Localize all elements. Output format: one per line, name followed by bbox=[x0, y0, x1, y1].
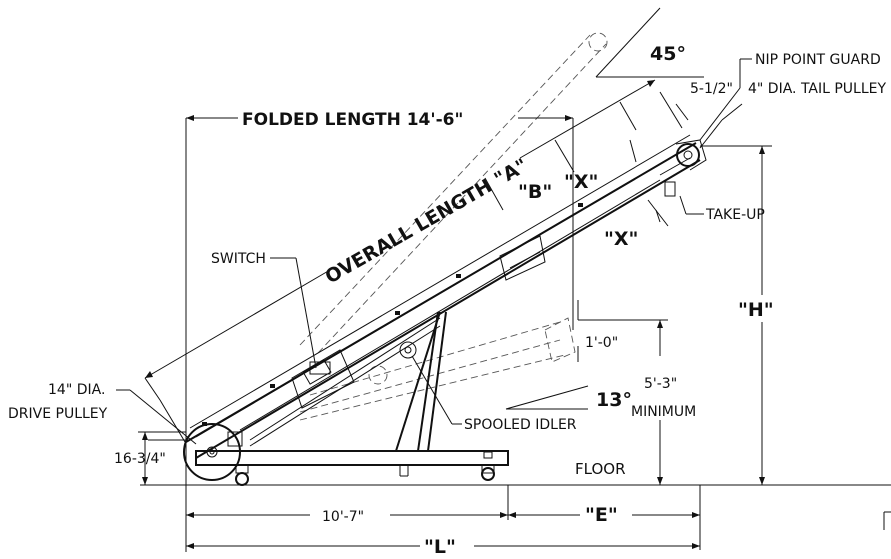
folded-length-label: FOLDED LENGTH 14'-6" bbox=[242, 110, 463, 130]
dim-1-0-label: 1'-0" bbox=[585, 335, 618, 351]
drive-pulley-line2: DRIVE PULLEY bbox=[8, 406, 108, 422]
dim-16-3-4-label: 16-3/4" bbox=[114, 451, 166, 467]
angle-13-label: 13° bbox=[596, 389, 632, 411]
dim-h-label: "H" bbox=[738, 299, 774, 321]
angle-45-indicator: 45° bbox=[595, 7, 704, 78]
dim-e-label: "E" bbox=[585, 504, 618, 526]
tail-pulley-label: 4" DIA. TAIL PULLEY bbox=[748, 81, 886, 97]
folded-length-dimension: FOLDED LENGTH 14'-6" bbox=[185, 110, 574, 485]
angle-13-indicator: 13° bbox=[505, 385, 632, 411]
conveyor-boom bbox=[185, 134, 701, 459]
angle-45-label: 45° bbox=[650, 43, 686, 65]
b-x-dimensions: "B" "X" "X" bbox=[484, 101, 669, 250]
take-up-label: TAKE-UP bbox=[705, 207, 765, 223]
h-dimension: "H" bbox=[700, 145, 774, 486]
dim-x-lower-label: "X" bbox=[604, 228, 638, 250]
dim-16-3-4: 16-3/4" bbox=[114, 431, 186, 485]
drive-pulley-callout: 14" DIA. DRIVE PULLEY bbox=[8, 382, 197, 445]
minimum-height-dimension: 1'-0" 5'-3" MINIMUM bbox=[577, 300, 696, 485]
dim-10-7-label: 10'-7" bbox=[322, 509, 364, 525]
spooled-idler-label: SPOOLED IDLER bbox=[464, 417, 577, 433]
take-up-callout: TAKE-UP bbox=[679, 195, 765, 223]
bottom-dimensions: 10'-7" "E" "L" bbox=[185, 485, 701, 558]
nip-point-guard-label: NIP POINT GUARD bbox=[755, 52, 881, 68]
take-up-assembly bbox=[659, 157, 691, 197]
switch-callout: SWITCH bbox=[211, 251, 317, 369]
raised-position-ghost bbox=[299, 32, 608, 354]
drive-pulley-line1: 14" DIA. bbox=[48, 382, 105, 398]
overall-length-label: OVERALL LENGTH "A" bbox=[322, 154, 532, 288]
floor-label: FLOOR bbox=[575, 460, 626, 478]
dim-l-label: "L" bbox=[424, 536, 456, 558]
tail-pulley bbox=[675, 139, 707, 171]
dim-b-label: "B" bbox=[518, 181, 552, 203]
nip-point-guard-callout: 5-1/2" NIP POINT GUARD bbox=[659, 52, 881, 141]
switch-label: SWITCH bbox=[211, 251, 266, 267]
nip-offset-label: 5-1/2" bbox=[690, 81, 733, 97]
minimum-label: MINIMUM bbox=[631, 404, 696, 420]
edge-mark bbox=[883, 511, 891, 530]
lowered-position-ghost bbox=[299, 317, 576, 421]
spooled-idler-callout: SPOOLED IDLER bbox=[411, 355, 577, 433]
tail-pulley-callout: 4" DIA. TAIL PULLEY bbox=[699, 81, 886, 149]
conveyor-frame bbox=[195, 311, 509, 486]
dim-x-upper-label: "X" bbox=[564, 171, 598, 193]
dim-5-3-label: 5'-3" bbox=[644, 376, 677, 392]
